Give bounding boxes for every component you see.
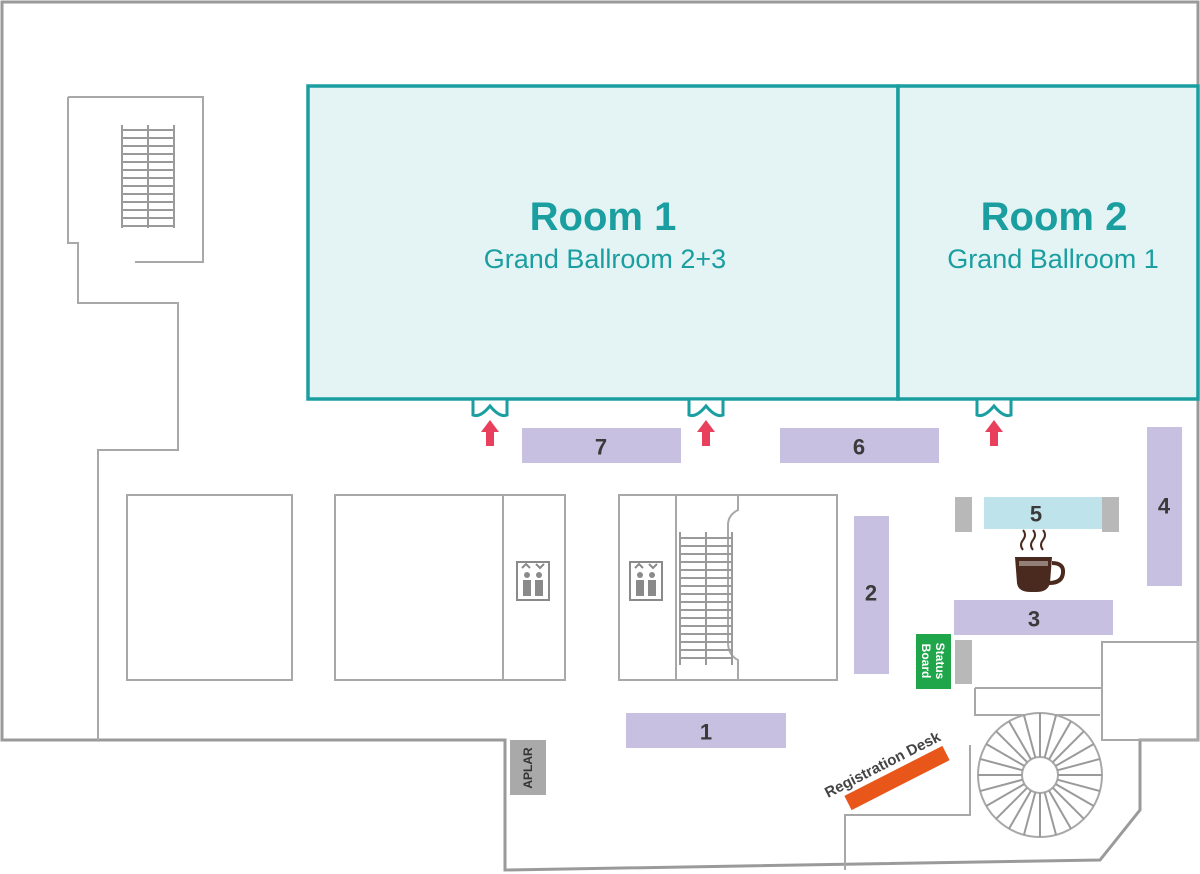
spiral-tread xyxy=(1057,778,1101,793)
booth-2[interactable] xyxy=(854,516,889,674)
room-1-area[interactable] xyxy=(306,84,900,401)
booth-1[interactable] xyxy=(626,713,786,748)
spiral-stair-treads xyxy=(978,713,1102,837)
spiral-tread xyxy=(1052,787,1085,820)
spiral-tread xyxy=(1043,714,1058,758)
spiral-tread xyxy=(1057,757,1101,772)
registration-desk[interactable]: Registration Desk xyxy=(822,728,950,811)
entrance-arrow-icon xyxy=(481,420,499,446)
booth-6[interactable] xyxy=(780,428,939,463)
room-2-subtitle: Grand Ballroom 1 xyxy=(947,244,1159,274)
booth-6-label: 6 xyxy=(853,435,865,460)
spiral-tread xyxy=(1052,730,1085,763)
booth-5[interactable] xyxy=(984,497,1118,529)
spiral-tread xyxy=(1055,783,1095,807)
central-core xyxy=(618,494,838,681)
entrance-arrow-icon xyxy=(985,420,1003,446)
booth-3-label: 3 xyxy=(1028,607,1040,632)
booth-7-label: 7 xyxy=(595,435,607,460)
room-2-door[interactable] xyxy=(975,397,1013,418)
spiral-tread xyxy=(1022,714,1037,758)
room-2-area[interactable] xyxy=(896,84,1200,401)
spiral-tread xyxy=(1008,720,1032,760)
aplar-label: APLAR xyxy=(521,747,535,789)
spiral-tread xyxy=(1022,792,1037,836)
booth-4-label: 4 xyxy=(1158,494,1171,519)
status-board-line2: Board xyxy=(919,644,933,679)
entrance-arrow-icon xyxy=(697,420,715,446)
spiral-tread xyxy=(985,783,1025,807)
booth-1-label: 1 xyxy=(700,720,712,745)
coffee-cup-icon xyxy=(1015,529,1066,592)
central-staircase xyxy=(679,532,733,665)
aplar-station[interactable]: APLAR xyxy=(510,740,546,795)
pillar xyxy=(1102,497,1119,532)
booth-3[interactable] xyxy=(954,600,1113,635)
service-room-left xyxy=(126,494,293,681)
booth-4[interactable] xyxy=(1147,427,1182,586)
spiral-tread xyxy=(1055,743,1095,767)
booth-5-label: 5 xyxy=(1030,502,1042,527)
spiral-tread xyxy=(1048,720,1072,760)
status-board-line1: Status xyxy=(933,643,947,680)
pillar xyxy=(955,497,972,532)
central-stair-treads xyxy=(680,537,732,659)
spiral-tread xyxy=(1043,792,1058,836)
spiral-tread xyxy=(995,787,1028,820)
service-room-middle xyxy=(334,494,566,681)
room-1-subtitle: Grand Ballroom 2+3 xyxy=(484,244,726,274)
room-1-door-right[interactable] xyxy=(687,397,725,418)
left-staircase xyxy=(121,125,175,228)
left-stair-treads xyxy=(122,129,174,227)
room-1-title: Room 1 xyxy=(530,195,677,239)
left-stair-core-wall xyxy=(67,96,204,740)
spiral-tread xyxy=(985,743,1025,767)
room-2-title: Room 2 xyxy=(981,195,1128,239)
spiral-tread xyxy=(979,757,1023,772)
pillar xyxy=(955,640,972,684)
lower-right-wall xyxy=(844,641,1199,870)
status-board[interactable]: Status Board xyxy=(916,634,951,689)
spiral-tread xyxy=(995,730,1028,763)
booth-7[interactable] xyxy=(522,428,681,463)
elevator-icon xyxy=(516,561,550,601)
room-1-door-left[interactable] xyxy=(471,397,509,418)
spiral-tread xyxy=(1008,790,1032,830)
spiral-tread xyxy=(1048,790,1072,830)
elevator-icon xyxy=(629,561,663,601)
spiral-tread xyxy=(979,778,1023,793)
booth-2-label: 2 xyxy=(865,581,877,606)
